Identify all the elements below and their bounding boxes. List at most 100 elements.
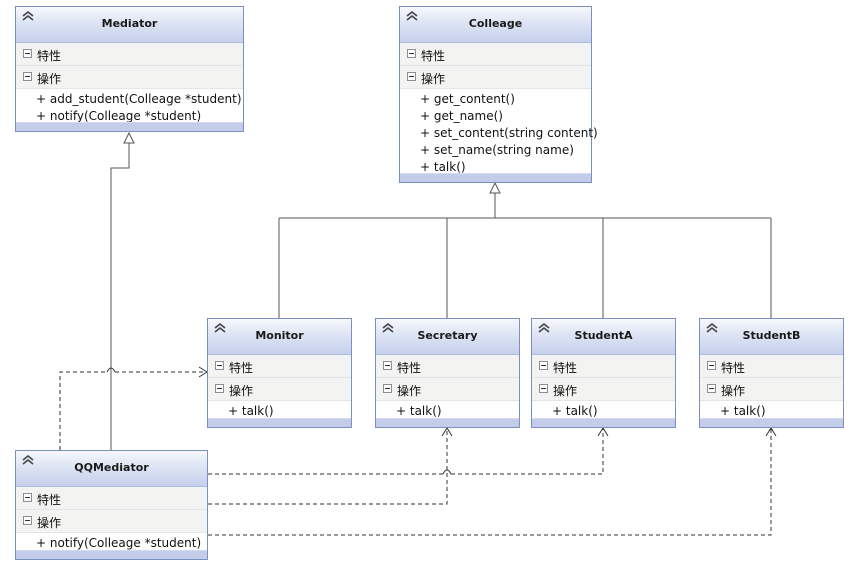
class-footer [16, 122, 243, 131]
operation-item: + talk() [396, 404, 442, 418]
class-qqmediator[interactable]: QQMediator 特性 操作 + notify(Colleage *stud… [15, 450, 208, 560]
secretary-arrowhead [441, 427, 453, 437]
collapse-minus-icon[interactable] [707, 361, 716, 370]
class-colleage[interactable]: Colleage 特性 操作 + get_content() + get_nam… [399, 6, 598, 183]
class-name: StudentA [574, 329, 633, 342]
class-mediator[interactable]: Mediator 特性 操作 + add_student(Colleage *s… [15, 6, 244, 132]
class-header: QQMediator [16, 451, 207, 487]
class-studenta[interactable]: StudentA 特性 操作 + talk() [531, 318, 676, 428]
class-header: StudentB [700, 319, 843, 355]
operations-section: 操作 [400, 66, 591, 89]
operations-list: + talk() [532, 401, 675, 423]
collapse-minus-icon[interactable] [23, 516, 32, 525]
attributes-section: 特性 [400, 43, 591, 66]
collapse-minus-icon[interactable] [383, 361, 392, 370]
operations-section: 操作 [16, 66, 243, 89]
operations-label: 操作 [721, 384, 746, 398]
operations-label: 操作 [553, 384, 578, 398]
collapse-chevron-icon[interactable] [21, 10, 35, 22]
collapse-chevron-icon[interactable] [405, 10, 419, 22]
attributes-section: 特性 [532, 355, 675, 378]
collapse-minus-icon[interactable] [707, 384, 716, 393]
class-name: Colleage [468, 17, 523, 30]
class-header: StudentA [532, 319, 675, 355]
operation-item: + get_name() [420, 109, 503, 123]
collapse-minus-icon[interactable] [407, 72, 416, 81]
attributes-label: 特性 [37, 49, 62, 63]
operations-list: + notify(Colleage *student) [16, 533, 207, 555]
operations-section: 操作 [208, 378, 351, 401]
operation-item: + add_student(Colleage *student) [36, 92, 242, 106]
attributes-label: 特性 [553, 361, 578, 375]
operations-section: 操作 [532, 378, 675, 401]
collapse-minus-icon[interactable] [23, 72, 32, 81]
operations-list: + add_student(Colleage *student) + notif… [16, 89, 243, 128]
class-name: Mediator [101, 17, 158, 30]
generalization-tree-colleage [278, 181, 772, 318]
collapse-minus-icon[interactable] [215, 361, 224, 370]
operation-item: + get_content() [420, 92, 515, 106]
class-footer [208, 418, 351, 427]
class-footer [376, 418, 519, 427]
operation-item: + talk() [420, 160, 466, 174]
operations-label: 操作 [37, 72, 62, 86]
operation-item: + notify(Colleage *student) [36, 536, 202, 550]
dependency-qqmediator-secretary [208, 428, 448, 505]
class-header: Secretary [376, 319, 519, 355]
operation-item: + set_name(string name) [420, 143, 574, 157]
class-footer [400, 173, 591, 182]
class-name: Secretary [417, 329, 478, 342]
collapse-minus-icon[interactable] [23, 493, 32, 502]
attributes-label: 特性 [421, 49, 446, 63]
collapse-minus-icon[interactable] [539, 361, 548, 370]
operations-section: 操作 [700, 378, 843, 401]
operations-section: 操作 [16, 510, 207, 533]
operation-item: + talk() [228, 404, 274, 418]
operations-list: + talk() [208, 401, 351, 423]
operation-item: + talk() [552, 404, 598, 418]
operations-label: 操作 [421, 72, 446, 86]
class-name: Monitor [255, 329, 304, 342]
attributes-label: 特性 [721, 361, 746, 375]
collapse-minus-icon[interactable] [407, 49, 416, 58]
attributes-label: 特性 [229, 361, 254, 375]
collapse-chevron-icon[interactable] [213, 322, 227, 334]
collapse-chevron-icon[interactable] [705, 322, 719, 334]
operations-list: + talk() [376, 401, 519, 423]
studentb-arrowhead [765, 427, 777, 437]
studenta-arrowhead [597, 427, 609, 437]
class-name: QQMediator [74, 461, 149, 474]
operations-label: 操作 [229, 384, 254, 398]
operation-item: + talk() [720, 404, 766, 418]
operations-label: 操作 [37, 516, 62, 530]
operation-item: + set_content(string content) [420, 126, 598, 140]
generalization-qqmediator-mediator [110, 131, 135, 450]
dependency-qqmediator-studentb [208, 428, 772, 536]
attributes-section: 特性 [16, 43, 243, 66]
class-footer [532, 418, 675, 427]
attributes-label: 特性 [37, 493, 62, 507]
collapse-chevron-icon[interactable] [21, 454, 35, 466]
class-footer [700, 418, 843, 427]
class-secretary[interactable]: Secretary 特性 操作 + talk() [375, 318, 520, 428]
collapse-minus-icon[interactable] [23, 49, 32, 58]
collapse-minus-icon[interactable] [383, 384, 392, 393]
class-monitor[interactable]: Monitor 特性 操作 + talk() [207, 318, 352, 428]
collapse-minus-icon[interactable] [539, 384, 548, 393]
operations-section: 操作 [376, 378, 519, 401]
attributes-section: 特性 [16, 487, 207, 510]
class-name: StudentB [742, 329, 801, 342]
collapse-chevron-icon[interactable] [537, 322, 551, 334]
class-studentb[interactable]: StudentB 特性 操作 + talk() [699, 318, 844, 428]
collapse-minus-icon[interactable] [215, 384, 224, 393]
class-header: Monitor [208, 319, 351, 355]
operations-list: + talk() [700, 401, 843, 423]
attributes-section: 特性 [208, 355, 351, 378]
operations-list: + get_content() + get_name() + set_conte… [400, 89, 598, 179]
class-footer [16, 550, 207, 559]
dependency-qqmediator-studenta [208, 428, 604, 475]
operations-label: 操作 [397, 384, 422, 398]
collapse-chevron-icon[interactable] [381, 322, 395, 334]
attributes-section: 特性 [700, 355, 843, 378]
